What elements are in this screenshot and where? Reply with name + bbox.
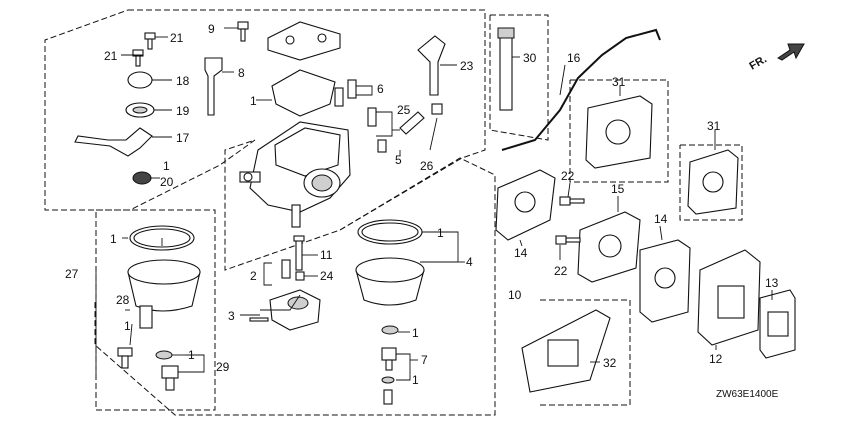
choke-rod-17 — [74, 127, 153, 157]
drain-screw-28 — [117, 347, 133, 369]
callout-20: 20 — [160, 175, 174, 189]
callout-6: 6 — [377, 82, 384, 96]
callout-1-oring-right: 1 — [437, 226, 444, 240]
callout-29: 29 — [216, 360, 230, 374]
callout-24: 24 — [320, 269, 334, 283]
front-direction-indicator: FR. — [748, 43, 805, 73]
fuel-tube-30-clamp — [497, 27, 515, 39]
callout-13: 13 — [765, 276, 779, 290]
callout-14-left: 14 — [514, 246, 528, 260]
callout-21-b: 21 — [104, 49, 118, 63]
callout-22-b: 22 — [554, 264, 568, 278]
callout-1-top: 1 — [163, 159, 170, 173]
washer-1-lower — [381, 376, 395, 384]
callout-3: 3 — [228, 309, 235, 323]
screw-6 — [334, 79, 357, 107]
float-pin-3 — [249, 317, 269, 322]
seal-19-inner — [132, 106, 148, 114]
callout-23: 23 — [460, 59, 474, 73]
choke-knob-18 — [127, 71, 153, 89]
callout-31-a: 31 — [612, 75, 626, 89]
callout-7: 7 — [421, 353, 428, 367]
spring-25 — [367, 107, 377, 127]
bolt-9 — [237, 21, 249, 42]
callout-12: 12 — [709, 352, 723, 366]
callout-27: 27 — [65, 267, 79, 281]
bracket-frame — [540, 299, 631, 406]
callout-25: 25 — [397, 103, 411, 117]
washer-1-right — [381, 325, 399, 335]
fuel-tube-30 — [499, 29, 513, 111]
nozzle-24 — [295, 271, 305, 281]
float-3 — [269, 289, 321, 331]
gasket-frame — [679, 144, 743, 221]
callout-2: 2 — [250, 269, 257, 283]
callout-4: 4 — [466, 255, 473, 269]
carburetor-body — [239, 121, 351, 228]
bolt-29 — [161, 365, 179, 391]
callout-5: 5 — [395, 153, 402, 167]
callout-1-washer-right: 1 — [412, 326, 419, 340]
callout-1-gasket: 1 — [250, 94, 257, 108]
washer-20 — [132, 171, 152, 185]
leader-lines — [95, 27, 773, 381]
pilot-screw-5 — [377, 111, 425, 153]
main-jet-11 — [293, 235, 305, 271]
callout-19: 19 — [176, 104, 190, 118]
front-label: FR. — [748, 53, 769, 72]
callout-17: 17 — [176, 131, 190, 145]
carburetor-group-frame — [44, 9, 486, 271]
callout-32: 32 — [603, 356, 617, 370]
jet-2 — [281, 259, 291, 279]
front-arrow-icon — [777, 43, 805, 61]
insulator-frame — [569, 79, 669, 183]
callout-9: 9 — [208, 22, 215, 36]
callout-26: 26 — [420, 159, 434, 173]
air-vent-cover — [267, 21, 341, 117]
choke-lever-8 — [204, 57, 223, 116]
bolt-22-a — [559, 196, 585, 206]
fuel-tube-frame — [489, 14, 549, 141]
throttle-rod-16 — [501, 28, 661, 151]
vent-tube-23 — [417, 35, 446, 96]
callout-1-washer-left: 1 — [188, 348, 195, 362]
callout-31-b: 31 — [707, 119, 721, 133]
callout-21-a: 21 — [170, 31, 184, 45]
callout-15: 15 — [611, 182, 625, 196]
bowl-stem — [139, 305, 153, 329]
drain-bolt-7 — [381, 347, 397, 371]
diagram-code: ZW63E1400E — [716, 389, 779, 400]
callout-16: 16 — [567, 51, 581, 65]
callout-11: 11 — [320, 248, 333, 262]
cap-26 — [431, 103, 443, 115]
callout-1-oring-left: 1 — [110, 232, 117, 246]
float-chamber-frame — [94, 157, 496, 416]
screw-21-a — [144, 32, 156, 50]
screw-lower — [383, 389, 393, 405]
washer-1-left — [155, 350, 173, 360]
callout-30: 30 — [523, 51, 537, 65]
callout-10: 10 — [508, 288, 522, 302]
callout-14-right: 14 — [654, 212, 668, 226]
callout-1-lower: 1 — [412, 373, 419, 387]
callout-8: 8 — [238, 66, 245, 80]
callout-18: 18 — [176, 74, 190, 88]
bolt-22-b — [555, 235, 581, 245]
screw-21-b — [132, 49, 144, 67]
callout-1-screw: 1 — [124, 319, 131, 333]
callout-22-a: 22 — [561, 169, 575, 183]
callout-28: 28 — [116, 293, 130, 307]
